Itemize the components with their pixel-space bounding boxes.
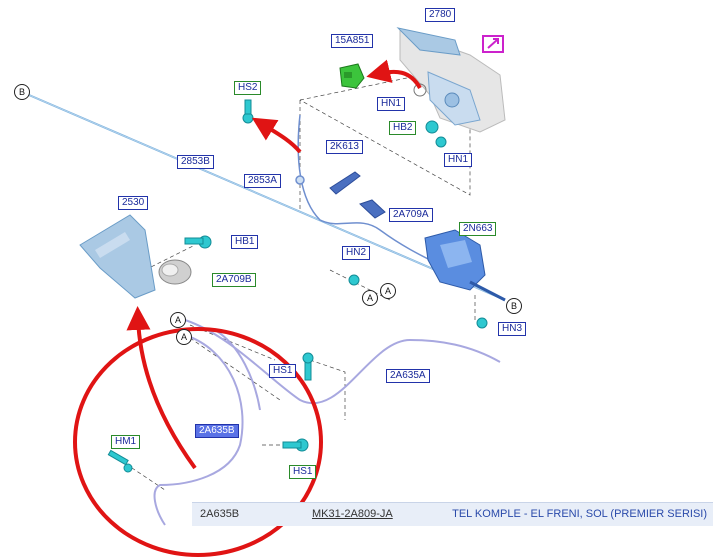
label-hb1[interactable]: HB1 xyxy=(231,235,259,249)
label-2a709b[interactable]: 2A709B xyxy=(212,273,256,287)
label-hn2[interactable]: HN2 xyxy=(342,246,371,260)
label-2a635b[interactable]: 2A635B xyxy=(195,424,239,438)
label-hs1-a[interactable]: HS1 xyxy=(269,364,297,378)
label-hn1-a[interactable]: HN1 xyxy=(377,97,406,111)
callout-b-right: B xyxy=(506,298,522,314)
label-2a709a[interactable]: 2A709A xyxy=(389,208,433,222)
highlight-arrows xyxy=(126,59,422,470)
label-2k613[interactable]: 2K613 xyxy=(326,140,363,154)
label-hb2[interactable]: HB2 xyxy=(389,121,417,135)
highlight-circle xyxy=(73,327,323,557)
label-2n663[interactable]: 2N663 xyxy=(459,222,497,236)
arrow-up-right-icon xyxy=(487,38,499,49)
bolt-hb2 xyxy=(425,120,439,134)
label-15a851[interactable]: 15A851 xyxy=(331,34,374,48)
callout-b-top: B xyxy=(14,84,30,100)
bolt-hm1 xyxy=(107,449,133,473)
callout-a-3: A xyxy=(170,312,186,328)
part-info-row[interactable]: 2A635B MK31-2A809-JA TEL KOMPLE - EL FRE… xyxy=(192,502,713,526)
label-2a635a[interactable]: 2A635A xyxy=(386,369,430,383)
bolt-hs1-a xyxy=(302,352,314,381)
bolt-hn3 xyxy=(476,317,488,329)
bolt-hn2 xyxy=(348,274,360,286)
grommet-2a709b xyxy=(158,259,192,285)
label-hm1[interactable]: HM1 xyxy=(111,435,141,449)
external-link-icon[interactable] xyxy=(482,35,504,53)
label-hn1-b[interactable]: HN1 xyxy=(444,153,473,167)
label-hs1-b[interactable]: HS1 xyxy=(289,465,317,479)
bolt-hn1-b xyxy=(435,136,447,148)
switch-15a851 xyxy=(339,63,365,89)
callout-a-2: A xyxy=(362,290,378,306)
label-2780[interactable]: 2780 xyxy=(425,8,456,22)
bolts xyxy=(107,99,488,473)
label-hn3[interactable]: HN3 xyxy=(498,322,527,336)
actuator-2n663 xyxy=(424,229,506,302)
callout-a-4: A xyxy=(176,329,192,345)
bracket-2k613 xyxy=(329,171,361,195)
label-2853a[interactable]: 2853A xyxy=(244,174,281,188)
cable-2853a xyxy=(295,114,441,266)
handbrake-lever-2780 xyxy=(396,27,506,133)
label-hs2[interactable]: HS2 xyxy=(234,81,262,95)
bolt-hs1-b xyxy=(282,438,309,452)
bracket-2530 xyxy=(79,214,156,299)
part-code: 2A635B xyxy=(200,508,240,520)
bolt-hb1 xyxy=(184,235,212,249)
callout-a-1: A xyxy=(380,283,396,299)
cable-2a635 xyxy=(153,319,501,526)
bracket-2a709a xyxy=(359,199,386,219)
bolt-hs2 xyxy=(242,99,254,124)
part-number-link[interactable]: MK31-2A809-JA xyxy=(312,508,393,520)
part-description: TEL KOMPLE - EL FRENI, SOL (PREMIER SERI… xyxy=(452,508,707,520)
label-2530[interactable]: 2530 xyxy=(118,196,149,210)
cable-2853b xyxy=(21,91,506,301)
label-2853b[interactable]: 2853B xyxy=(177,155,214,169)
